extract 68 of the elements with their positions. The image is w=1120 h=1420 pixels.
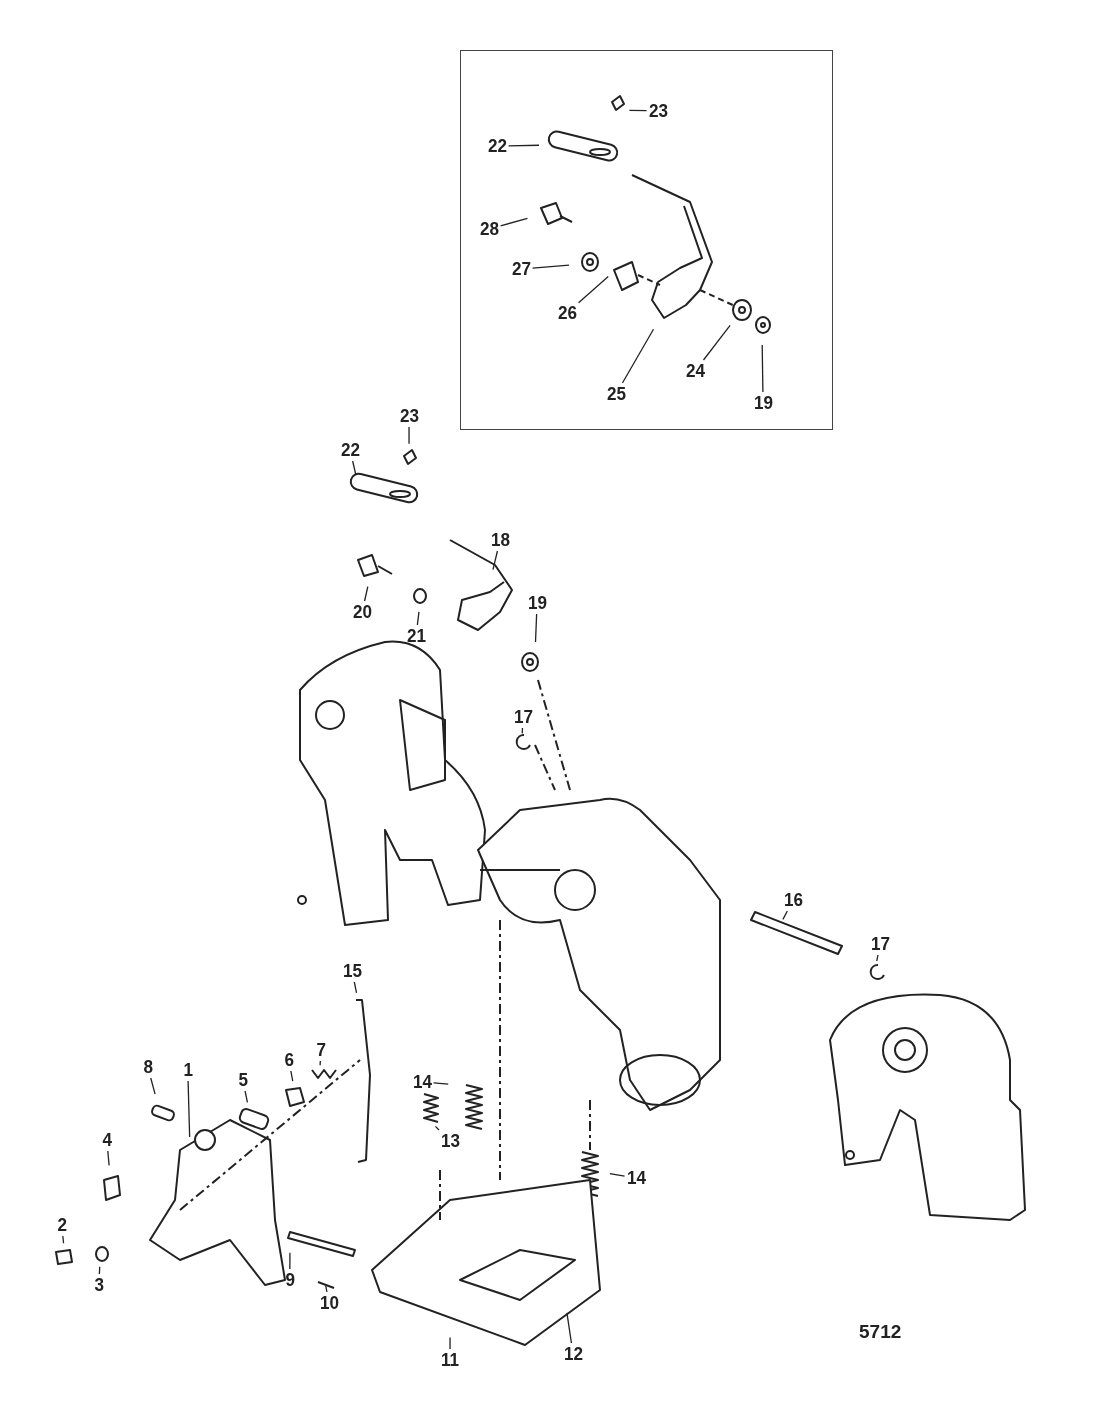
callout-number: 13 xyxy=(440,1131,460,1151)
callout-number: 3 xyxy=(94,1275,104,1295)
leader-line xyxy=(761,344,764,393)
callout-number: 14 xyxy=(626,1168,646,1188)
leader-line xyxy=(609,1173,626,1177)
callout-number: 1 xyxy=(183,1060,193,1080)
callout-number: 7 xyxy=(316,1040,326,1060)
leader-line xyxy=(876,954,879,962)
leader-line xyxy=(289,1252,291,1270)
leader-line xyxy=(353,981,358,994)
callout-number: 18 xyxy=(490,530,510,550)
leader-line xyxy=(621,328,655,384)
callout-number: 26 xyxy=(557,303,577,323)
leader-line xyxy=(363,585,369,602)
callout-number: 24 xyxy=(685,361,705,381)
callout-number: 16 xyxy=(783,890,803,910)
leader-line xyxy=(492,550,499,571)
callout-number: 21 xyxy=(406,626,426,646)
leader-line xyxy=(352,460,357,476)
drawing-number: 5712 xyxy=(859,1322,902,1342)
leader-line xyxy=(107,1150,110,1167)
callout-number: 6 xyxy=(284,1050,294,1070)
callout-number: 12 xyxy=(563,1344,583,1364)
callout-number: 14 xyxy=(412,1072,432,1092)
leader-line xyxy=(449,1336,451,1350)
callout-number: 15 xyxy=(342,961,362,981)
callout-number: 9 xyxy=(285,1270,295,1290)
leader-line xyxy=(290,1070,294,1082)
leader-line xyxy=(98,1266,101,1275)
leader-line xyxy=(187,1080,191,1138)
leader-line xyxy=(531,264,570,269)
callout-number: 22 xyxy=(340,440,360,460)
leader-line xyxy=(416,611,420,626)
leader-line xyxy=(702,324,731,361)
callout-number: 10 xyxy=(319,1293,339,1313)
callout-number: 28 xyxy=(479,219,499,239)
callout-number: 25 xyxy=(606,384,626,404)
callout-number: 20 xyxy=(352,602,372,622)
leader-line xyxy=(150,1077,156,1095)
leader-line xyxy=(534,613,538,643)
leader-line xyxy=(434,1125,440,1131)
leader-line xyxy=(628,109,648,112)
leader-line xyxy=(507,144,540,147)
leader-line xyxy=(408,426,410,445)
leader-line xyxy=(521,727,524,735)
leader-line xyxy=(499,217,529,227)
callout-number: 22 xyxy=(487,136,507,156)
callout-number: 23 xyxy=(648,101,668,121)
leader-line xyxy=(577,275,609,304)
leader-line xyxy=(566,1312,573,1344)
callout-number: 19 xyxy=(753,393,773,413)
callout-number: 4 xyxy=(102,1130,112,1150)
callout-number: 11 xyxy=(441,1350,460,1370)
leader-line xyxy=(782,910,788,921)
leader-line xyxy=(244,1090,249,1104)
callout-number: 5 xyxy=(238,1070,248,1090)
callout-number: 17 xyxy=(870,934,890,954)
leader-line xyxy=(319,1060,321,1066)
callout-number: 27 xyxy=(511,259,531,279)
inset-frame xyxy=(460,50,833,430)
callout-number: 17 xyxy=(513,707,533,727)
callout-number: 2 xyxy=(57,1215,67,1235)
callout-number: 23 xyxy=(399,406,419,426)
callout-number: 8 xyxy=(143,1057,153,1077)
callout-number: 19 xyxy=(527,593,547,613)
leader-line xyxy=(432,1082,449,1085)
leader-line xyxy=(325,1285,328,1293)
leader-line xyxy=(62,1235,65,1244)
